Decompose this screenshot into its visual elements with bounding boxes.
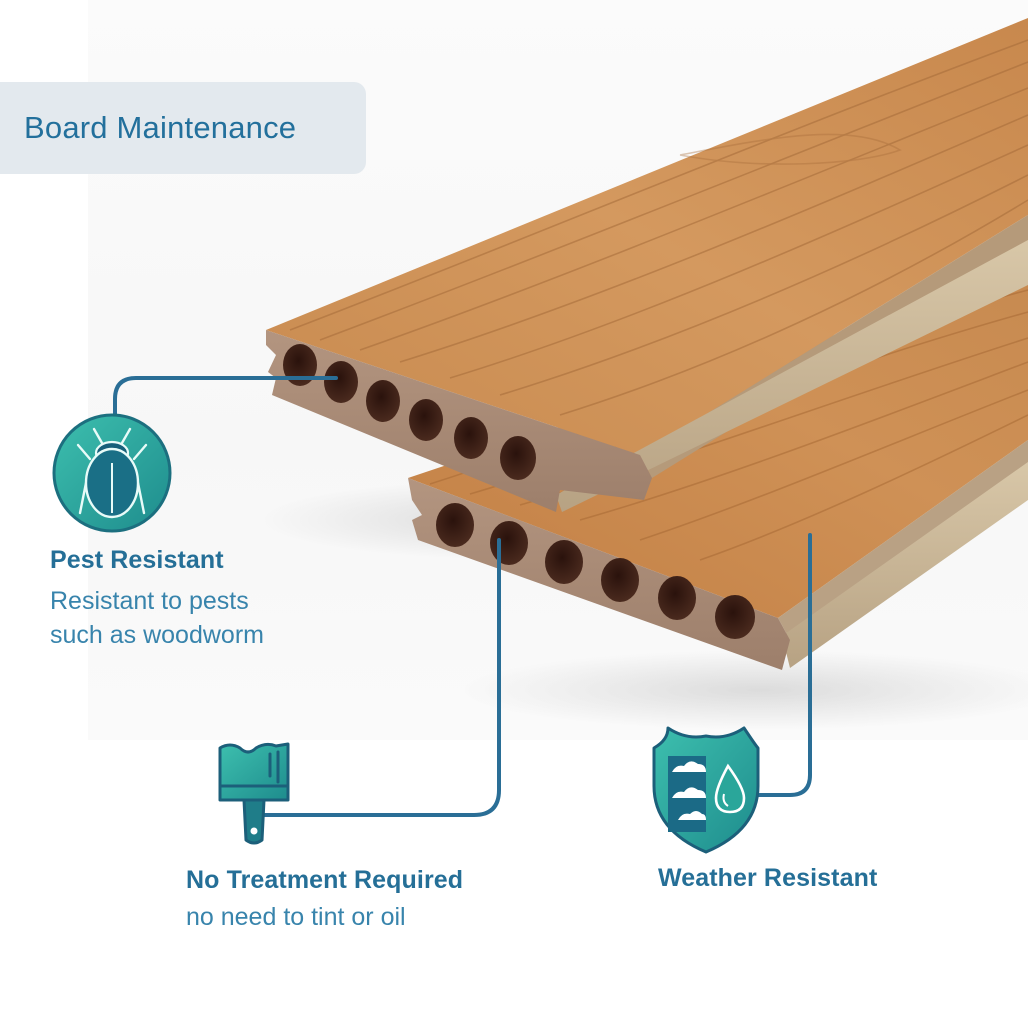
connector-weather [752,533,812,797]
page-title: Board Maintenance [24,110,297,145]
feature-desc-treatment: no need to tint or oil [186,903,406,931]
feature-title-pest: Pest Resistant [50,546,224,574]
upper-board [266,18,1028,512]
connector-pest [113,376,338,420]
feature-desc-pest-line2: such as woodworm [50,621,264,649]
paintbrush-icon [218,742,290,845]
title-badge: Board Maintenance [0,82,366,174]
beetle-icon [52,413,172,533]
feature-desc-pest-line1: Resistant to pests [50,587,249,615]
connector-treatment [260,538,501,817]
weather-shield-icon [652,726,760,854]
feature-title-treatment: No Treatment Required [186,866,464,894]
feature-title-weather: Weather Resistant [658,864,878,892]
